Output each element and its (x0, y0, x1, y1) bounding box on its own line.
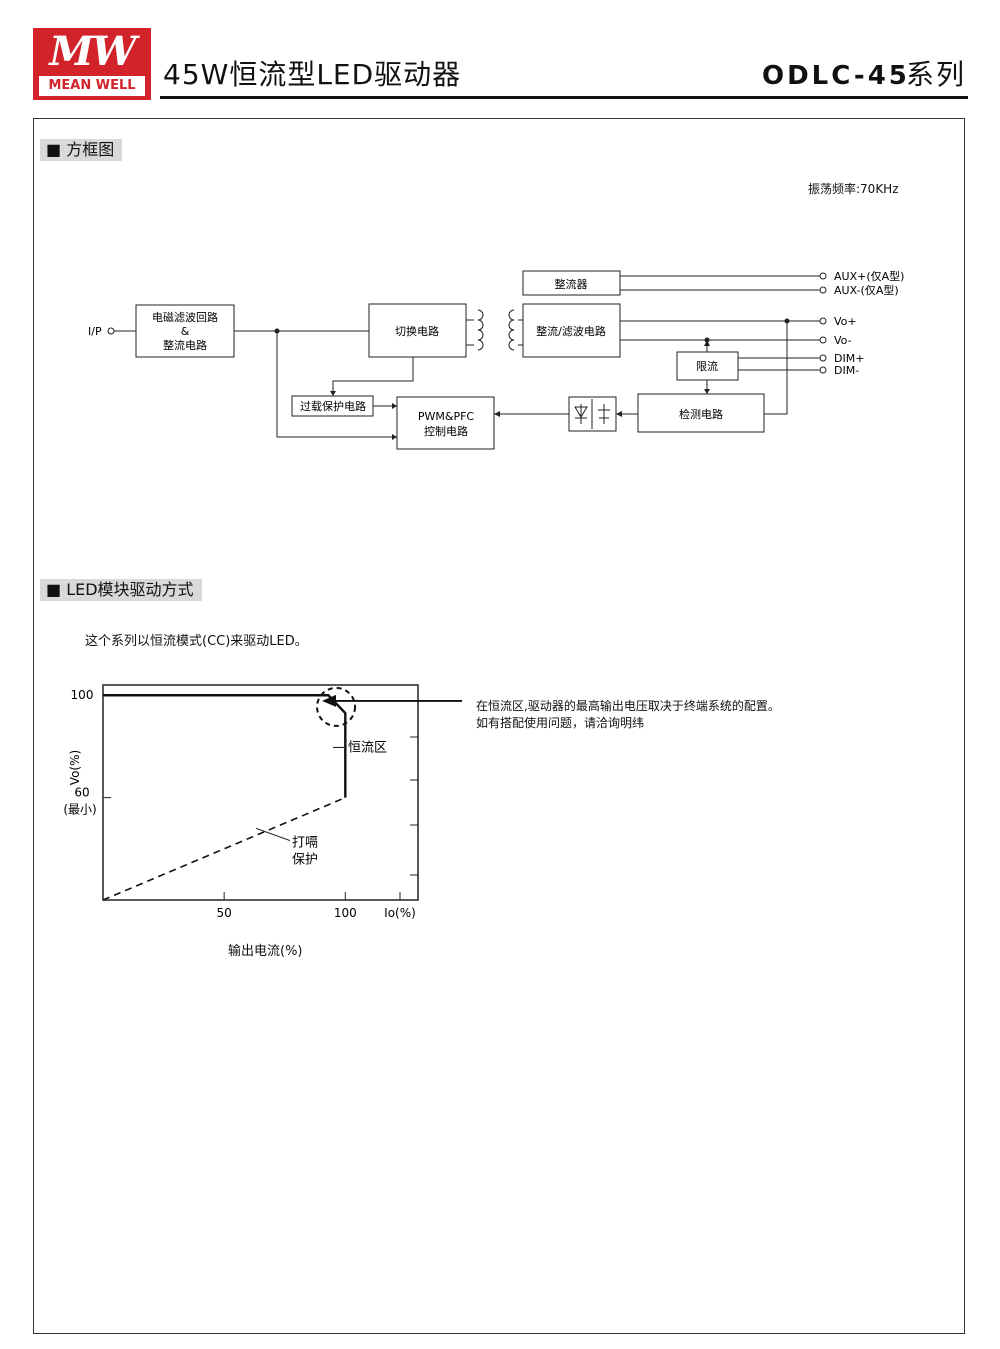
y-tick-label: 100 (71, 688, 94, 702)
switching-box (368, 303, 467, 358)
logo-mw-mark: MW (49, 28, 136, 75)
cc-note-line-1: 在恒流区,驱动器的最高输出电压取决于终端系统的配置。 (476, 699, 780, 713)
current-limit-label: 限流 (696, 359, 718, 373)
x-tick-label: 50 (217, 906, 232, 920)
y-tick-note: (最小) (63, 803, 96, 817)
input-terminal (107, 327, 115, 335)
hiccup-protection-line (102, 796, 346, 901)
detection-label: 检测电路 (679, 407, 723, 421)
logo-bar (39, 76, 145, 96)
detection-box (637, 393, 765, 433)
vo-plus-label: Vo+ (834, 315, 857, 328)
rect-filter-label: 整流/滤波电路 (536, 324, 606, 338)
rect-filter-box (522, 303, 621, 358)
meanwell-logo: MW MEAN WELL (33, 28, 151, 100)
cc-note-line-2: 如有搭配使用问题，请洽询明纬 (476, 716, 645, 730)
vo-minus-label: Vo- (834, 334, 852, 347)
pwm-pfc-box (396, 396, 495, 450)
cc-zone-arrowhead (322, 694, 336, 707)
led-drive-description: 这个系列以恒流模式(CC)来驱动LED。 (85, 634, 308, 649)
dim-minus-label: DIM- (834, 364, 859, 377)
pwm-label-1: PWM&PFC (418, 410, 475, 423)
x-axis-label: Io(%) (384, 906, 416, 920)
hiccup-label-2: 保护 (292, 853, 318, 868)
chart-xlabel: 输出电流(%) (228, 944, 303, 959)
rectifier-label: 整流器 (555, 277, 588, 291)
pwm-label-2: 控制电路 (424, 424, 468, 438)
aux-minus-label: AUX-(仅A型) (834, 283, 899, 297)
content-frame (33, 118, 965, 1334)
emi-label-2: & (181, 325, 190, 338)
block-diagram: I/P 电磁滤波回路 & 整流电路 切换电路 整流器 整流/滤波电路 限流 过载… (88, 269, 904, 450)
chart-frame (102, 684, 419, 901)
switching-label: 切换电路 (395, 324, 439, 338)
page-title: 45W恒流型LED驱动器 (163, 58, 462, 91)
overload-label: 过载保护电路 (300, 399, 366, 413)
rectifier-box (522, 270, 621, 296)
title-rule (160, 96, 968, 99)
y-tick-label: 60 (74, 786, 89, 800)
cc-zone-circle (316, 686, 357, 727)
aux-plus-label: AUX+(仅A型) (834, 269, 904, 283)
cc-zone-label: 恒流区 (348, 740, 387, 755)
hiccup-leader (255, 827, 291, 842)
series-suffix: 系列 (906, 58, 967, 91)
x-tick-label: 100 (334, 906, 357, 920)
input-label: I/P (88, 325, 102, 338)
oscillation-frequency: 振荡频率:70KHz (808, 182, 899, 196)
led-drive-heading: ■ LED模块驱动方式 (40, 579, 202, 601)
emi-label-3: 整流电路 (163, 338, 207, 352)
hiccup-label-1: 打嗝 (292, 836, 318, 851)
constant-current-line (103, 694, 347, 798)
dim-plus-label: DIM+ (834, 352, 864, 365)
block-diagram-heading: ■ 方框图 (40, 139, 123, 161)
emi-label-1: 电磁滤波回路 (152, 311, 218, 324)
logo-wordmark: MEAN WELL (48, 78, 136, 93)
y-axis-label: Vo(%) (68, 750, 82, 785)
model-name: ODLC-45 (762, 61, 910, 91)
